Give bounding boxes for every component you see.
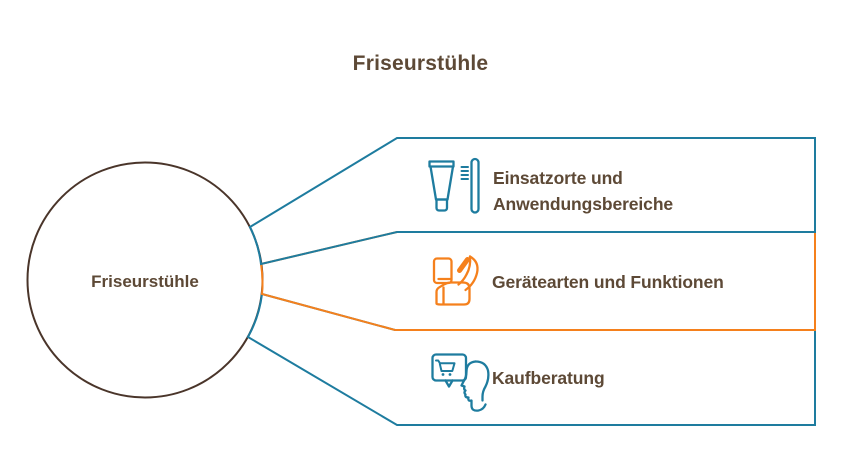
cosmetic-tube-and-comb-icon bbox=[428, 157, 480, 214]
comb-teeth bbox=[460, 166, 469, 180]
branch-callout-1[interactable] bbox=[248, 137, 816, 266]
salon-chair-icon bbox=[432, 255, 479, 306]
purchase-advice-chat-icon bbox=[431, 353, 490, 412]
tube-cap bbox=[435, 198, 449, 212]
tube-body bbox=[429, 165, 455, 201]
tube-crimp bbox=[428, 160, 455, 168]
comb-handle bbox=[470, 157, 480, 214]
cart-wheel-right bbox=[448, 373, 452, 376]
chair-backrest bbox=[432, 257, 453, 285]
speech-bubble-tail bbox=[444, 379, 454, 388]
diagram-title: Friseurstühle bbox=[352, 52, 489, 75]
cart-icon bbox=[435, 359, 456, 372]
branch-callout-3[interactable] bbox=[246, 292, 816, 426]
branch-label-1: Einsatzorte und Anwendungsbereiche bbox=[493, 168, 674, 214]
branch-label-2: Gerätearten und Funktionen bbox=[492, 272, 724, 292]
center-node-label: Friseurstühle bbox=[91, 272, 199, 291]
head-profile-front bbox=[460, 360, 487, 412]
speech-bubble bbox=[431, 353, 468, 382]
head-profile-back bbox=[474, 360, 490, 402]
cart-wheel-left bbox=[441, 373, 445, 376]
chair-seat bbox=[435, 281, 471, 306]
chair-armrest bbox=[457, 257, 470, 273]
branch-label-3: Kaufberatung bbox=[492, 368, 605, 388]
